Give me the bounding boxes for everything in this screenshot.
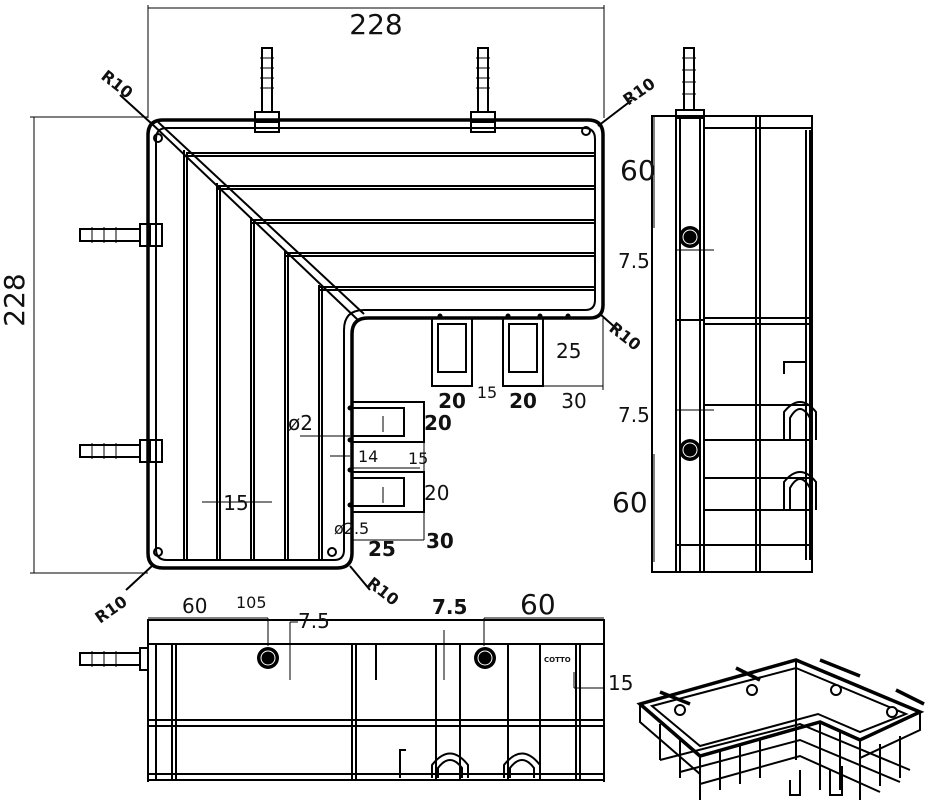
hook-bottom-offset-30: 30 [561,389,586,413]
hook-bottom-right-width: 20 [509,389,537,413]
top-height-label: 228 [0,273,31,326]
front-view: 60 105 7.5 7.5 60 15 COTTO [79,588,633,782]
slat-spacing-label: 15 [223,491,248,515]
side-view: 60 7.5 7.5 60 [612,47,817,573]
hook-side-upper [351,401,425,443]
top-width-label: 228 [349,8,402,41]
radius-label-bl: R10 [91,592,130,627]
front-right-offset-60: 60 [520,588,556,621]
screw-left-lower [79,439,163,463]
side-screw-offset-upper: 7.5 [618,249,650,273]
side-screw-offset-lower: 7.5 [618,403,650,427]
hook-side-gap-14: 14 [358,447,378,466]
hook-side-lower-width: 20 [424,481,449,505]
screw-left-upper [79,223,163,247]
top-view: 228 228 R10 R10 R10 R10 R10 15 ø2 ø2.5 2… [0,5,659,627]
radius-label-br: R10 [364,573,403,609]
hook-bottom-right [502,317,544,387]
hook-bottom-depth-25: 25 [556,339,581,363]
hook-side-lower [351,471,425,513]
screw-top-left [254,47,280,133]
hook-side-gap-15: 15 [408,449,428,468]
front-screw-offset-left: 7.5 [298,609,330,633]
side-bottom-offset-60: 60 [612,486,648,519]
screw-top-right [470,47,496,133]
wire-diameter-label: ø2 [288,411,313,435]
bar-diameter-label: ø2.5 [334,519,369,538]
hook-side-upper-width: 20 [424,411,452,435]
hook-side-offset-25: 25 [368,537,396,561]
isometric-view [636,658,925,800]
brand-logo: COTTO [544,656,571,664]
hook-side-gap-30: 30 [426,529,454,553]
radius-label-tl: R10 [98,66,137,102]
hook-bottom-gap-15: 15 [477,383,497,402]
hook-bottom-left [431,317,473,387]
front-screw-offset-right: 7.5 [432,595,467,619]
front-rail-height-15: 15 [608,671,633,695]
front-offset-105: 105 [236,593,267,612]
hook-bottom-left-width: 20 [438,389,466,413]
front-left-offset-60: 60 [182,594,207,618]
side-top-offset-60: 60 [620,154,656,187]
